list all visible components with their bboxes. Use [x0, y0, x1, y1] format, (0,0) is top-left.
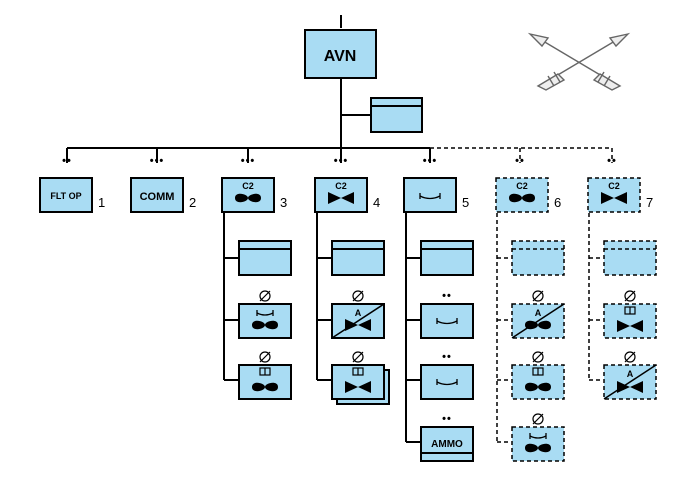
fixed-wing-icon [345, 319, 371, 331]
echelon-2: ••• [150, 155, 165, 167]
unit-number-4: 4 [373, 195, 380, 210]
company-echelon-icon [532, 290, 544, 302]
fixed-wing-icon [617, 381, 643, 393]
attack-marker: A [627, 369, 634, 379]
maintenance-5a [420, 303, 474, 339]
unit-number-5: 5 [462, 195, 469, 210]
echelon-1: •• [62, 155, 72, 167]
echelon-3: ••• [241, 155, 256, 167]
rotary-wing-icon [252, 382, 278, 392]
unit-number-7: 7 [646, 195, 653, 210]
c2-label-3: C2 [242, 181, 254, 191]
echelon-small: •• [442, 290, 452, 302]
attack-marker: A [535, 308, 542, 318]
hq-subunit-6 [511, 240, 565, 276]
company-echelon-icon [624, 290, 636, 302]
crossed-arrows-icon [527, 32, 631, 91]
company-echelon-icon [259, 351, 271, 363]
fixed-wing-icon [328, 192, 354, 204]
dashed-connector-lines [430, 147, 613, 443]
hq-subunit-4 [331, 240, 385, 276]
c2-label-4: C2 [335, 181, 347, 191]
attack-marker: A [355, 308, 362, 318]
echelon-4: ••• [334, 155, 349, 167]
rotary-wing-icon [509, 193, 535, 203]
company-echelon-icon [624, 351, 636, 363]
fixed-wing-icon [345, 381, 371, 393]
rotary-wing-icon [525, 382, 551, 392]
utility-icon [256, 312, 274, 316]
company-echelon-icon [532, 413, 544, 425]
hq-subunit-3 [238, 240, 292, 276]
comm-label: COMM [140, 191, 175, 203]
c2-box-3 [221, 177, 275, 213]
company-echelon-icon [259, 290, 271, 302]
unit-number-3: 3 [280, 195, 287, 210]
connector-lines [66, 15, 431, 443]
unit-number-1: 1 [98, 195, 105, 210]
utility-rotary-3 [238, 303, 292, 339]
maintenance-5b [420, 364, 474, 400]
staff-box [370, 97, 423, 133]
hq-subunit-7 [603, 240, 657, 276]
utility-rotary-6 [511, 426, 565, 462]
c2-box-7 [587, 177, 641, 213]
ammo-box [420, 426, 474, 462]
maintenance-icon [419, 195, 441, 200]
fixed-wing-icon [617, 320, 643, 332]
flt-op-label: FLT OP [50, 191, 81, 201]
c2-box-6 [495, 177, 549, 213]
echelon-small: •• [442, 413, 452, 425]
echelon-small: •• [442, 351, 452, 363]
rotary-wing-icon [525, 443, 551, 453]
unit-number-6: 6 [554, 195, 561, 210]
hq-box [304, 29, 377, 79]
ammo-label: AMMO [431, 439, 463, 450]
unit-number-2: 2 [189, 195, 196, 210]
echelon-5: ••• [423, 155, 438, 167]
rotary-wing-icon [252, 320, 278, 330]
brace-box-5 [403, 177, 457, 213]
hq-subunit-5 [420, 240, 474, 276]
company-echelon-icon [352, 351, 364, 363]
c2-label-6: C2 [516, 181, 528, 191]
utility-icon [529, 435, 547, 439]
company-echelon-icon [532, 351, 544, 363]
c2-box-4 [314, 177, 368, 213]
fixed-wing-icon [601, 192, 627, 204]
echelon-7: •• [607, 155, 617, 167]
echelon-6: •• [515, 155, 525, 167]
maintenance-icon [436, 381, 458, 386]
flt-op-box [39, 177, 93, 213]
comm-box [130, 177, 184, 213]
c2-label-7: C2 [608, 181, 620, 191]
cargo-fixed-4 [331, 364, 385, 400]
company-echelon-icon [352, 290, 364, 302]
maintenance-icon [436, 320, 458, 325]
rotary-wing-icon [235, 193, 261, 203]
hq-label: AVN [324, 48, 357, 65]
rotary-wing-icon [525, 320, 551, 330]
